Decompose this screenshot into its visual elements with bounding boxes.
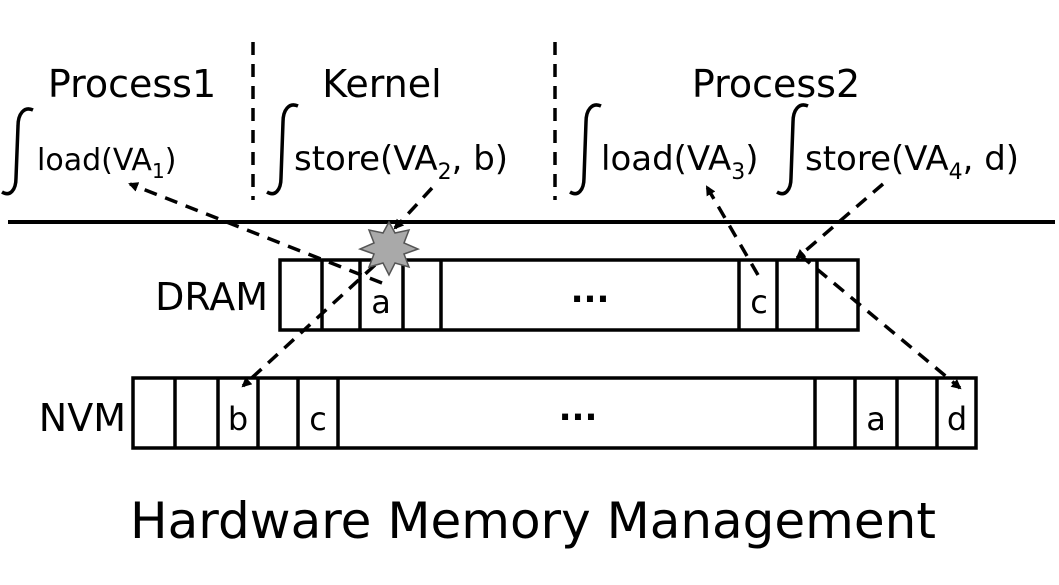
nvm-label: NVM xyxy=(39,396,126,440)
dram-label: DRAM xyxy=(155,275,268,319)
integral-icon xyxy=(776,103,809,196)
integral-icon xyxy=(1,107,34,196)
dram-cell-a: a xyxy=(371,283,391,321)
process2-header: Process2 xyxy=(692,62,860,106)
dram-ellipsis: ... xyxy=(571,271,610,311)
collision-burst-icon xyxy=(357,220,421,277)
process2-load-op: load(VA3) xyxy=(601,139,759,185)
nvm-cell-a: a xyxy=(866,400,886,438)
nvm-cell-c: c xyxy=(309,400,327,438)
diagram-caption: Hardware Memory Management xyxy=(130,492,936,550)
nvm-bank xyxy=(131,376,978,450)
dram-cell-c: c xyxy=(750,283,768,321)
arrow-load-va3 xyxy=(705,185,760,276)
nvm-cell-d: d xyxy=(947,400,967,438)
process2-store-op: store(VA4, d) xyxy=(805,139,1019,185)
arrow-store-to-nvm-b xyxy=(241,263,377,388)
nvm-cell-b: b xyxy=(228,400,248,438)
arrow-store-va2 xyxy=(393,186,434,230)
integral-icon xyxy=(266,103,299,196)
process1-load-op: load(VA1) xyxy=(37,143,176,183)
arrow-dram-to-nvm-d xyxy=(798,253,962,390)
nvm-ellipsis: ... xyxy=(559,389,598,429)
arrow-store-va4 xyxy=(795,182,885,260)
dram-bank xyxy=(278,258,860,332)
kernel-store-op: store(VA2, b) xyxy=(294,139,508,185)
arrow-load-va1 xyxy=(128,182,383,285)
kernel-header: Kernel xyxy=(322,62,441,106)
integral-icon xyxy=(569,103,602,196)
process1-header: Process1 xyxy=(48,62,216,106)
